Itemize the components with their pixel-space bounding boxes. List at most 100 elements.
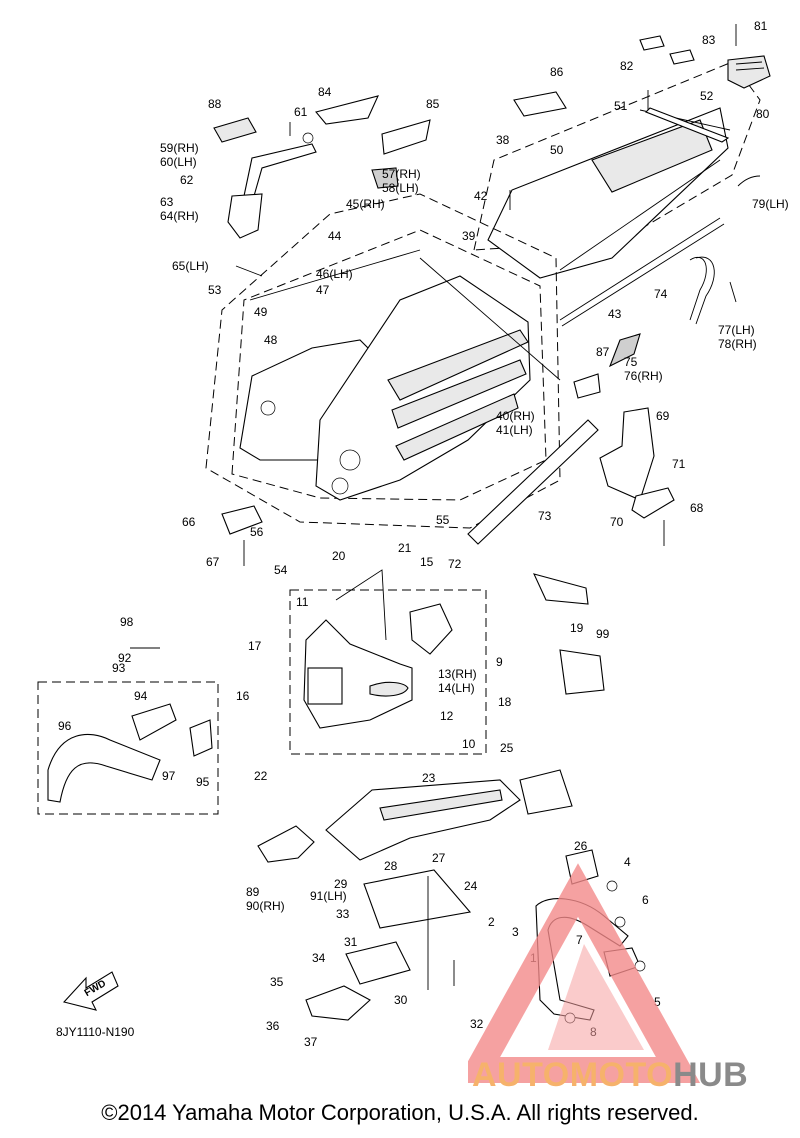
callout-label: 6 [642,893,649,907]
callout-label: 78(RH) [718,337,757,351]
callout-label: 38 [496,133,510,147]
lower-frame [257,769,573,1021]
upper-left-parts [213,95,431,277]
callout-label: 81 [754,19,768,33]
callout-label: 67 [206,555,220,569]
callout-label: 88 [208,97,222,111]
watermark-text: AUTOMOTOHUB [472,1056,748,1095]
callout-label: 41(LH) [496,423,533,437]
callout-label: 30 [394,993,408,1007]
footrest-parts [221,333,675,566]
callout-label: 33 [336,907,350,921]
callout-label: 18 [498,695,512,709]
watermark-word-2: HUB [673,1056,749,1094]
callout-label: 56 [250,525,264,539]
callout-label: 50 [550,143,564,157]
callout-label: 42 [474,189,488,203]
callout-label: 10 [462,737,476,751]
callout-label: 15 [420,555,434,569]
callout-label: 26 [574,839,588,853]
main-frame [205,193,561,529]
callout-label: 58(LH) [382,181,419,195]
callout-label: 9 [496,655,503,669]
callout-label: 27 [432,851,446,865]
callout-label: 87 [596,345,610,359]
callout-label: 64(RH) [160,209,199,223]
tube-74 [467,373,601,545]
callout-label: 2 [488,915,495,929]
callout-label: 31 [344,935,358,949]
callout-label: 59(RH) [160,141,199,155]
callout-label: 76(RH) [624,369,663,383]
callout-label: 71 [672,457,686,471]
callout-label: 79(LH) [752,197,789,211]
callout-label: 14(LH) [438,681,475,695]
callout-label: 23 [422,771,436,785]
callout-label: 86 [550,65,564,79]
callout-label: 39 [462,229,476,243]
callout-label: 40(RH) [496,409,535,423]
callout-label: 91(LH) [310,889,347,903]
callout-label: 12 [440,709,454,723]
callout-label: 57(RH) [382,167,421,181]
callout-label: 65(LH) [172,259,209,273]
drawing-code: 8JY1110-N190 [56,1025,135,1039]
watermark-triangle-icon [468,863,701,1083]
callout-label: 55 [436,513,450,527]
callout-label: 7 [576,933,583,947]
callout-label: 29 [334,877,348,891]
callout-label: 96 [58,719,72,733]
callout-labels: 12345678910111213(RH)14(LH)1516171819202… [58,19,789,1049]
callout-label: 35 [270,975,284,989]
callout-label: 16 [236,689,250,703]
copyright-notice: ©2014 Yamaha Motor Corporation, U.S.A. A… [101,1100,699,1125]
callout-label: 53 [208,283,222,297]
callout-label: 90(RH) [246,899,285,913]
callout-label: 22 [254,769,268,783]
callout-label: 54 [274,563,288,577]
callout-label: 93 [112,661,126,675]
watermark-logo [468,863,701,1083]
callout-label: 95 [196,775,210,789]
callout-label: 62 [180,173,194,187]
callout-label: 28 [384,859,398,873]
tunnel-assembly [473,24,771,327]
callout-label: 47 [316,283,330,297]
callout-label: 70 [610,515,624,529]
callout-label: 46(LH) [316,267,353,281]
callout-label: 20 [332,549,346,563]
callout-label: 66 [182,515,196,529]
callout-label: 43 [608,307,622,321]
callout-label: 52 [700,89,714,103]
callout-label: 84 [318,85,332,99]
callout-label: 92 [118,651,132,665]
callout-label: 32 [470,1017,484,1031]
callout-label: 36 [266,1019,280,1033]
callout-label: 45(RH) [346,197,385,211]
callout-label: 97 [162,769,176,783]
callout-label: 75 [624,355,638,369]
callout-label: 94 [134,689,148,703]
callout-label: 4 [624,855,631,869]
callout-label: 72 [448,557,462,571]
callout-label: 24 [464,879,478,893]
callout-label: 69 [656,409,670,423]
callout-label: 37 [304,1035,318,1049]
watermark-word-1: AUTOMOTO [472,1056,674,1094]
callout-label: 83 [702,33,716,47]
callout-label: 13(RH) [438,667,477,681]
callout-label: 60(LH) [160,155,197,169]
callout-label: 21 [398,541,412,555]
callout-label: 3 [512,925,519,939]
callout-label: 98 [120,615,134,629]
fwd-arrow-icon: FWD [62,971,119,1011]
callout-label: 25 [500,741,514,755]
callout-label: 51 [614,99,628,113]
callout-label: 89 [246,885,260,899]
callout-label: 73 [538,509,552,523]
callout-label: 11 [296,595,309,609]
callout-label: 80 [756,107,770,121]
callout-label: 74 [654,287,668,301]
callout-label: 61 [294,105,308,119]
callout-label: 77(LH) [718,323,755,337]
